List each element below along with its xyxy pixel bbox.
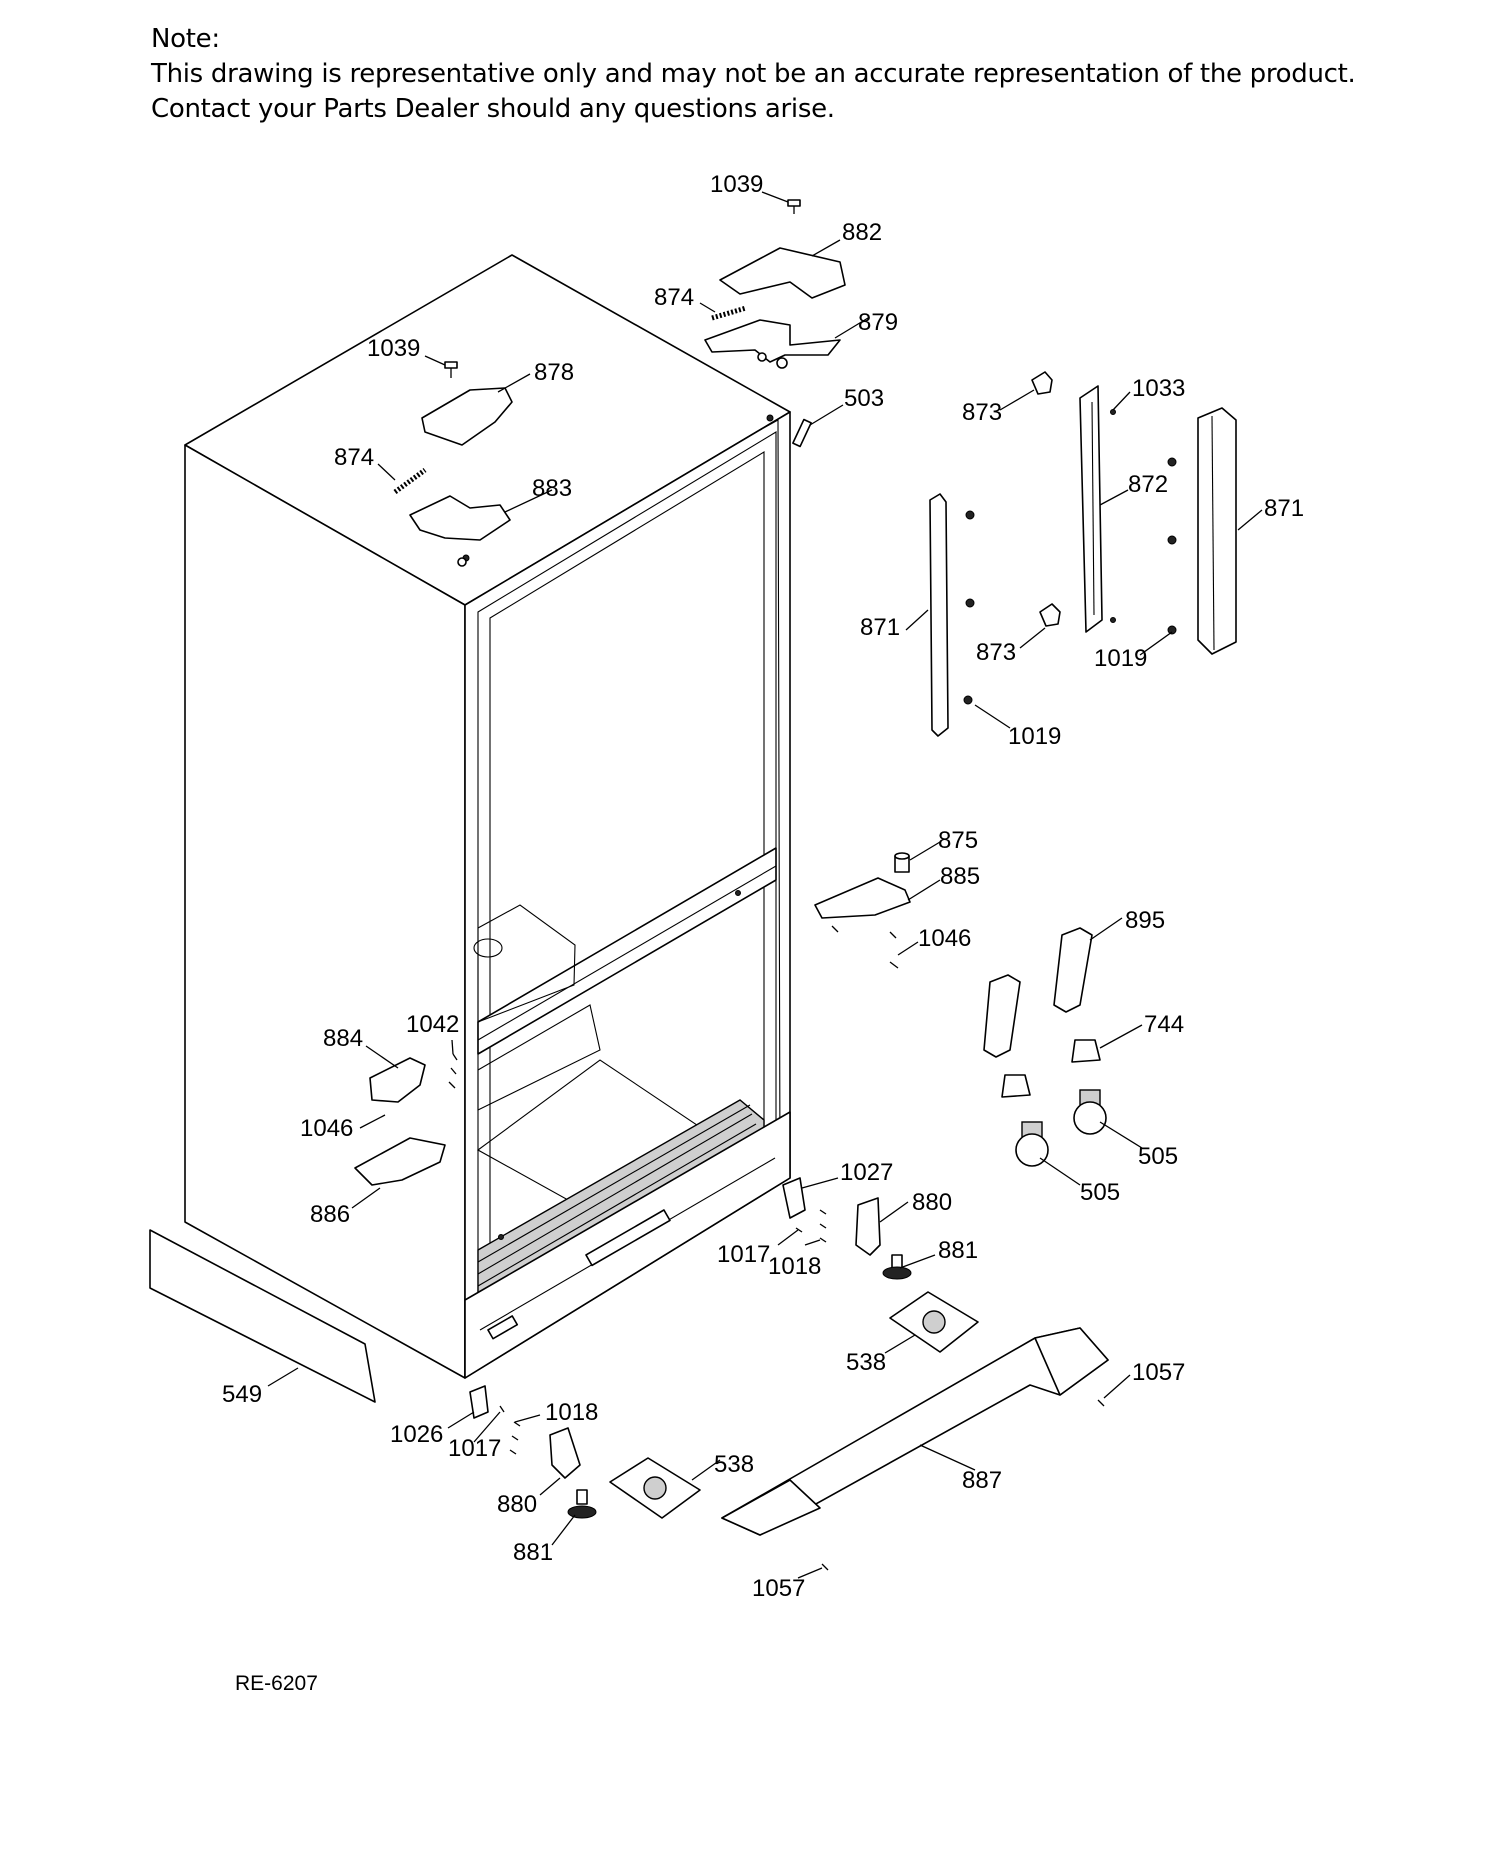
callout-873-top: 873 [962, 399, 1002, 426]
disclaimer-note: Note: This drawing is representative onl… [151, 22, 1451, 127]
callout-881-left: 881 [513, 1539, 553, 1566]
callout-874-top: 874 [654, 284, 694, 311]
screws-1046 [831, 925, 899, 969]
callout-1039-left: 1039 [367, 335, 420, 362]
screw-1057-right [1097, 1399, 1105, 1407]
part-895-cover-right [1053, 927, 1093, 1013]
part-879-hinge [704, 319, 841, 363]
callout-884: 884 [323, 1025, 363, 1052]
part-881-leveler-right [882, 1254, 912, 1280]
callout-1033: 1033 [1132, 375, 1185, 402]
callout-881-right: 881 [938, 1237, 978, 1264]
screws-1017-1018-left [499, 1405, 521, 1455]
part-873-clip-top [1031, 371, 1053, 395]
note-heading: Note: [151, 24, 220, 54]
callout-895: 895 [1125, 907, 1165, 934]
callout-887: 887 [962, 1467, 1002, 1494]
part-505-bulb-right [1073, 1089, 1107, 1135]
screws-1019-1033 [963, 409, 1177, 705]
part-878-hinge-cover [421, 387, 513, 446]
callout-1057-right: 1057 [1132, 1359, 1185, 1386]
callout-878: 878 [534, 359, 574, 386]
callout-538-right: 538 [846, 1349, 886, 1376]
part-872-rail [1079, 385, 1103, 633]
callout-1057-bottom: 1057 [752, 1575, 805, 1602]
part-744-socket-right [1071, 1039, 1101, 1063]
part-880-bracket-left [549, 1427, 581, 1479]
part-873-clip-bottom [1039, 603, 1061, 627]
callout-880-left: 880 [497, 1491, 537, 1518]
callout-538-left: 538 [714, 1451, 754, 1478]
part-883-hinge [409, 495, 511, 541]
note-line-2: Contact your Parts Dealer should any que… [151, 94, 835, 124]
part-549-kickplate [149, 1229, 376, 1403]
screw-1039-top [787, 199, 801, 214]
part-875-pin [894, 852, 910, 873]
callout-874-left: 874 [334, 444, 374, 471]
callout-549: 549 [222, 1381, 262, 1408]
callout-labels: 1039 882 874 879 1039 878 503 874 883 87… [222, 171, 1304, 1602]
part-744-socket-left [1001, 1074, 1031, 1098]
callout-879: 879 [858, 309, 898, 336]
part-871-rail-right [1197, 407, 1237, 655]
callout-1042: 1042 [406, 1011, 459, 1038]
note-line-1: This drawing is representative only and … [151, 59, 1356, 89]
callout-505-left: 505 [1080, 1179, 1120, 1206]
part-1027-plate [782, 1177, 806, 1219]
screws-1042 [448, 1053, 458, 1089]
part-880-bracket-right [855, 1197, 881, 1256]
part-882-hinge-cover [719, 247, 846, 299]
callout-1017-right: 1017 [717, 1241, 770, 1268]
callout-1026: 1026 [390, 1421, 443, 1448]
callout-1027: 1027 [840, 1159, 893, 1186]
callout-1019-left: 1019 [1008, 723, 1061, 750]
callout-871-left: 871 [860, 614, 900, 641]
part-874-spring-top [711, 305, 747, 321]
part-884-bracket [369, 1057, 426, 1103]
callout-1017-left: 1017 [448, 1435, 501, 1462]
callout-1019-right: 1019 [1094, 645, 1147, 672]
callout-885: 885 [940, 863, 980, 890]
part-871-rail-left [929, 493, 949, 737]
callout-503: 503 [844, 385, 884, 412]
callout-873-bottom: 873 [976, 639, 1016, 666]
part-886-cover [354, 1137, 446, 1186]
callout-883: 883 [532, 475, 572, 502]
callout-1039-top: 1039 [710, 171, 763, 198]
drawing-reference: RE-6207 [235, 1672, 318, 1695]
callout-744: 744 [1144, 1011, 1184, 1038]
callout-1046-left: 1046 [300, 1115, 353, 1142]
callout-1018-right: 1018 [768, 1253, 821, 1280]
refrigerator-cabinet [184, 254, 791, 1379]
callout-880-right: 880 [912, 1189, 952, 1216]
screws-1017-1018-right [795, 1209, 827, 1243]
callout-871-right: 871 [1264, 495, 1304, 522]
callout-1046-right: 1046 [918, 925, 971, 952]
part-895-cover-left [983, 974, 1021, 1058]
part-1026-plate [469, 1385, 489, 1419]
callout-882: 882 [842, 219, 882, 246]
part-885-bracket [814, 877, 911, 919]
callout-872: 872 [1128, 471, 1168, 498]
parts-artwork [149, 199, 1237, 1571]
part-881-leveler-left [567, 1489, 597, 1519]
part-503-pin [792, 418, 812, 448]
screw-1057-bottom [821, 1563, 829, 1571]
leader-lines [267, 191, 1263, 1579]
callout-1018-left: 1018 [545, 1399, 598, 1426]
callout-505-right: 505 [1138, 1143, 1178, 1170]
callout-886: 886 [310, 1201, 350, 1228]
callout-875: 875 [938, 827, 978, 854]
